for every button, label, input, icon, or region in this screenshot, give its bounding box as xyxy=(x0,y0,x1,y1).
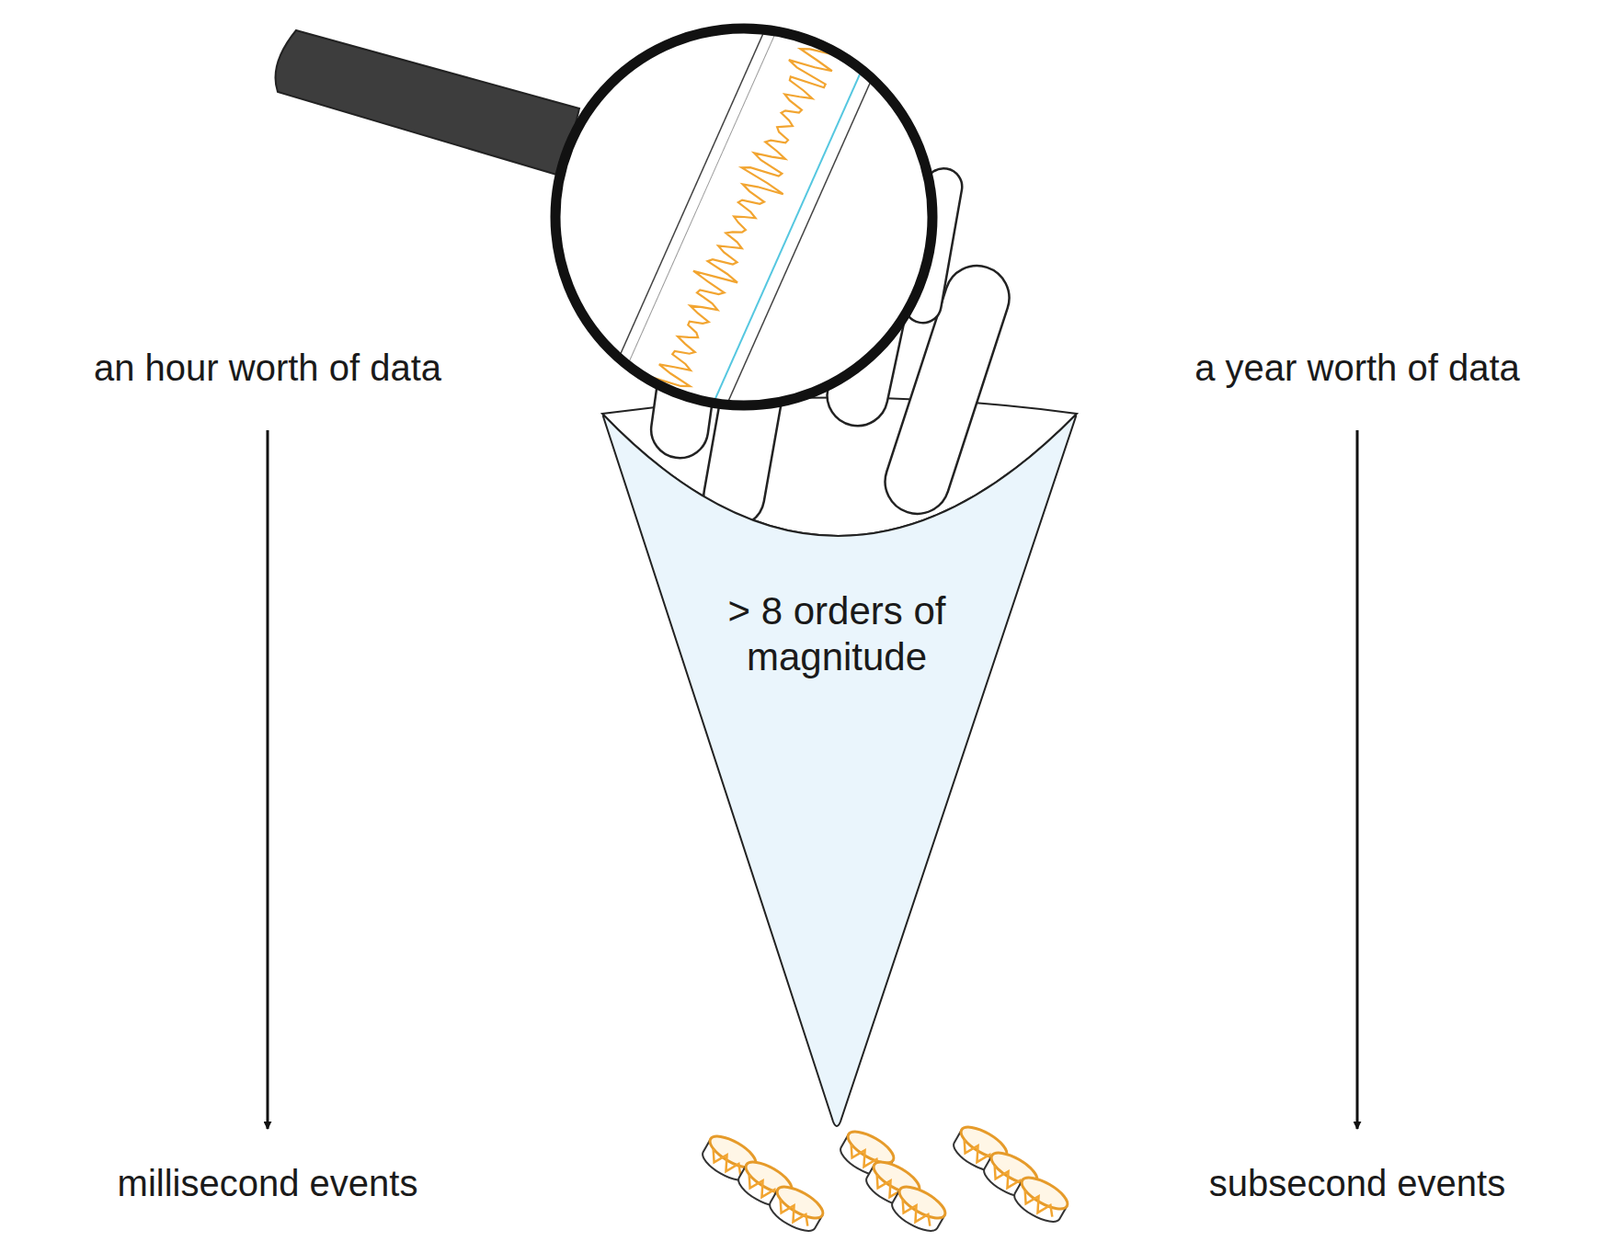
event-label: subsecond events xyxy=(1209,1161,1506,1206)
data-span-label: an hour worth of data xyxy=(93,345,442,390)
event-cylinder xyxy=(765,1181,827,1238)
funnel-outline xyxy=(602,404,1077,1136)
event-cylinder xyxy=(887,1181,949,1238)
data-span-label: a year worth of data xyxy=(1194,345,1520,390)
funnel: > 8 orders of magnitude xyxy=(602,404,1077,1136)
arrow xyxy=(266,430,270,1130)
event-label: millisecond events xyxy=(117,1161,419,1206)
arrow xyxy=(1356,430,1360,1130)
lens-ring xyxy=(555,28,933,406)
event-cylinder xyxy=(1009,1172,1072,1229)
funnel-label: > 8 orders of magnitude xyxy=(680,588,994,682)
event-snippets xyxy=(697,1121,1072,1238)
magnifier-handle xyxy=(275,30,581,177)
